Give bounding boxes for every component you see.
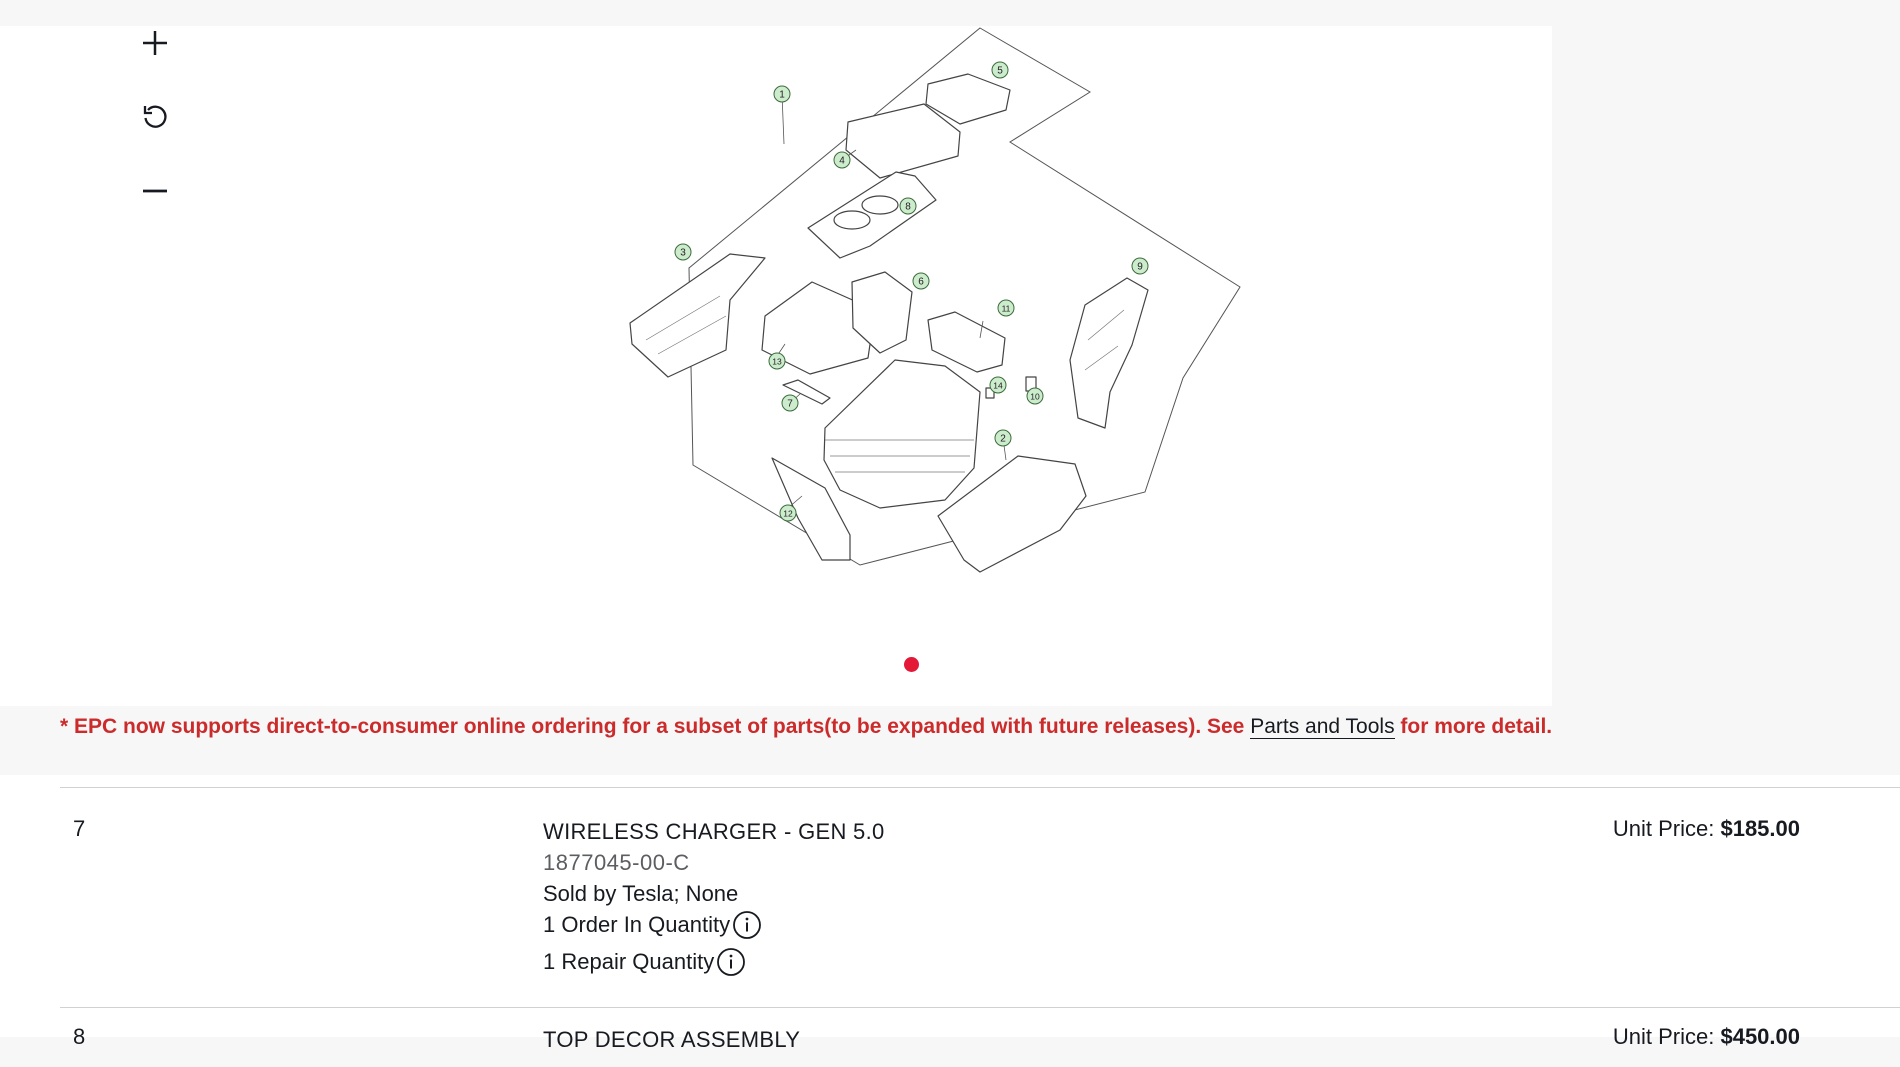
svg-text:3: 3 [680,248,686,259]
callout-13[interactable]: 13 [768,352,786,370]
callout-2[interactable]: 2 [994,429,1012,447]
svg-text:8: 8 [905,202,911,213]
part-index: 8 [73,1024,86,1049]
svg-text:1: 1 [779,90,785,101]
part-wireless-charger [927,311,1006,373]
zoom-out-button[interactable] [132,168,178,214]
part-tray [761,281,876,375]
order-quantity-label: 1 Order In Quantity [543,912,731,937]
repair-quantity: 1 Repair Quantity [543,946,885,977]
svg-text:5: 5 [997,66,1003,77]
unit-price-value: $185.00 [1720,816,1800,841]
callout-8[interactable]: 8 [899,197,917,215]
callout-6[interactable]: 6 [912,272,930,290]
rotate-icon [143,105,167,128]
part-info: TOP DECOR ASSEMBLY [543,1024,800,1055]
order-quantity: 1 Order In Quantity [543,909,885,940]
callout-11[interactable]: 11 [997,299,1015,317]
callout-7[interactable]: 7 [781,394,799,412]
part-small-trim [782,379,831,405]
parts-and-tools-link[interactable]: Parts and Tools [1250,715,1395,739]
info-icon[interactable] [732,910,762,940]
part-cupholder-trim [807,171,937,259]
plus-icon [143,31,167,55]
svg-text:10: 10 [1030,392,1040,402]
svg-text:6: 6 [918,277,924,288]
part-number: 1877045-00-C [543,850,690,875]
callout-12[interactable]: 12 [779,504,797,522]
part-fastener [985,387,995,399]
part-row[interactable]: 7 WIRELESS CHARGER - GEN 5.0 1877045-00-… [60,787,1900,1007]
part-bracket [851,271,913,354]
part-info: WIRELESS CHARGER - GEN 5.0 1877045-00-C … [543,816,885,977]
part-index: 7 [73,816,86,841]
part-armrest-lid [845,103,961,179]
part-rear-panel [1069,277,1149,429]
part-seller: Sold by Tesla; None [543,881,739,906]
callout-3[interactable]: 3 [674,243,692,261]
callout-1[interactable]: 1 [773,85,791,103]
callout-5[interactable]: 5 [991,61,1009,79]
callout-9[interactable]: 9 [1131,257,1149,275]
part-front-trim [937,455,1087,573]
svg-text:14: 14 [993,381,1003,391]
unit-price-label: Unit Price: [1612,816,1721,841]
part-side-panel [629,253,766,378]
unit-price: Unit Price: $185.00 [1613,816,1800,842]
svg-text:9: 9 [1137,262,1143,273]
callout-10[interactable]: 10 [1026,387,1044,405]
svg-text:13: 13 [772,357,782,367]
part-name: TOP DECOR ASSEMBLY [543,1027,801,1052]
epc-notice: * EPC now supports direct-to-consumer on… [60,712,1900,774]
parts-list: 7 WIRELESS CHARGER - GEN 5.0 1877045-00-… [0,775,1900,1052]
zoom-controls [132,20,178,214]
diagram-page-indicator[interactable] [904,657,919,672]
part-name: WIRELESS CHARGER - GEN 5.0 [543,819,885,844]
notice-suffix: for more detail. [1394,715,1553,738]
callout-4[interactable]: 4 [833,151,851,169]
minus-icon [143,189,167,193]
zoom-in-button[interactable] [132,20,178,66]
info-icon[interactable] [716,947,746,977]
part-console-body [823,359,981,509]
part-armrest-pad [925,73,1011,125]
part-row[interactable]: 8 TOP DECOR ASSEMBLY Unit Price: $450.00 [60,1007,1900,1067]
svg-text:7: 7 [787,399,793,410]
svg-text:4: 4 [839,156,845,167]
svg-text:11: 11 [1002,304,1011,314]
reset-view-button[interactable] [132,94,178,140]
unit-price: Unit Price: $450.00 [1613,1024,1800,1050]
notice-text: * EPC now supports direct-to-consumer on… [60,715,1251,738]
svg-text:2: 2 [1000,434,1006,445]
callout-14[interactable]: 14 [989,376,1007,394]
svg-text:12: 12 [783,509,793,519]
part-lower-side-trim [771,457,851,561]
repair-quantity-label: 1 Repair Quantity [543,949,715,974]
